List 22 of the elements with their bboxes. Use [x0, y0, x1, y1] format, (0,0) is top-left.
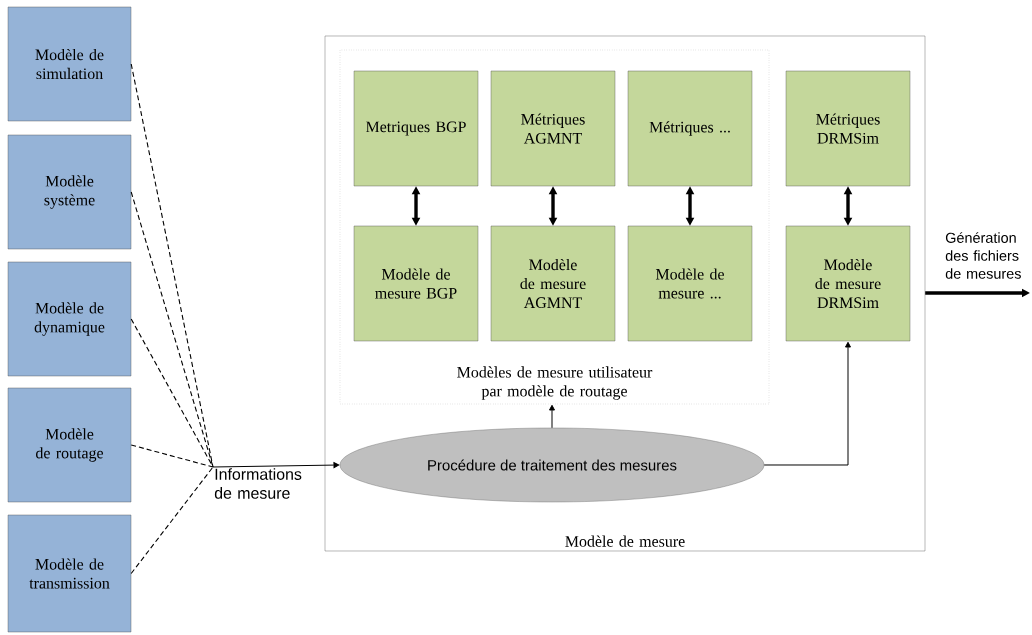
arrow: [763, 341, 851, 466]
model-box: Modèle de transmission: [7, 514, 132, 633]
dashed-line: [130, 63, 214, 468]
model-box: Modèle de simulation: [7, 6, 132, 122]
model-box: Modèle système: [7, 134, 132, 250]
arrow: [212, 462, 340, 469]
label-text: Informations de mesure: [214, 468, 302, 499]
model-box: Métriques AGMNT: [490, 70, 616, 187]
model-box: Métriques ...: [627, 70, 753, 187]
model-box: Modèle de mesure ...: [627, 225, 753, 342]
model-box: Metriques BGP: [353, 70, 479, 187]
model-box: Modèle de mesure BGP: [353, 225, 479, 342]
model-box: Modèle de routage: [7, 387, 132, 503]
model-box: Modèle de dynamique: [7, 261, 132, 377]
dashed-line: [130, 191, 214, 468]
edge-label: Génération des fichiers de mesures: [945, 232, 1021, 279]
model-box: Modèle de mesure DRMSim: [785, 225, 911, 342]
arrow: [549, 404, 555, 429]
dashed-line: [130, 444, 214, 468]
model-box: Modèle de mesure AGMNT: [490, 225, 616, 342]
model-box: Métriques DRMSim: [785, 70, 911, 187]
dashed-line: [130, 466, 214, 575]
